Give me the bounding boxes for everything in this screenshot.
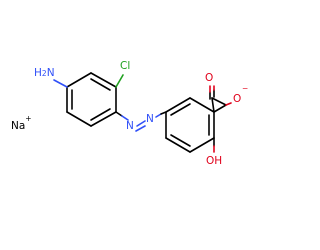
bond-azo-double-a bbox=[136, 120, 146, 127]
carboxylate-group: O O − bbox=[205, 72, 248, 113]
bond bbox=[155, 113, 162, 118]
bond-double-inner bbox=[170, 103, 191, 116]
bond bbox=[90, 72, 117, 88]
carboxylate-oxygen: O bbox=[233, 93, 241, 105]
bond bbox=[189, 97, 215, 113]
amine-label: H2N bbox=[34, 67, 55, 79]
bond-double-inner bbox=[170, 134, 191, 147]
bond bbox=[121, 115, 129, 121]
carbonyl-oxygen: O bbox=[205, 72, 213, 84]
bond bbox=[165, 137, 191, 153]
bond bbox=[115, 111, 123, 117]
bond bbox=[213, 104, 227, 113]
amine-bond bbox=[53, 79, 68, 88]
bond bbox=[211, 97, 227, 106]
chloro-label: Cl bbox=[120, 60, 130, 72]
azo-nitrogen-2: N bbox=[146, 113, 154, 125]
right-benzene-ring bbox=[165, 97, 215, 153]
bond bbox=[90, 111, 117, 127]
molecule-structure: H2N Cl N N O O − bbox=[11, 60, 248, 167]
hydroxyl-label: OH bbox=[206, 155, 222, 167]
carboxylate-charge: − bbox=[242, 84, 248, 93]
azo-nitrogen-1: N bbox=[126, 120, 134, 132]
bond bbox=[160, 111, 167, 115]
bond-double-inner bbox=[90, 108, 111, 121]
chloro-bond bbox=[115, 74, 124, 88]
bond bbox=[189, 137, 215, 153]
bond-double-inner bbox=[90, 78, 111, 91]
sodium-ion: Na+ bbox=[11, 114, 32, 132]
bond bbox=[66, 111, 92, 127]
bond bbox=[225, 102, 232, 106]
azo-linkage: N N bbox=[115, 111, 167, 132]
bond-azo-double-b bbox=[135, 125, 146, 132]
bond bbox=[66, 72, 92, 88]
bond bbox=[211, 97, 215, 113]
left-benzene-ring bbox=[66, 72, 117, 127]
bond bbox=[165, 97, 191, 113]
